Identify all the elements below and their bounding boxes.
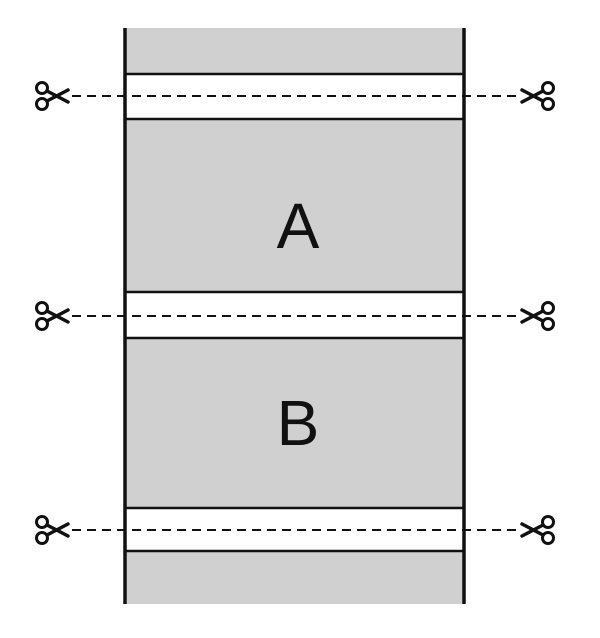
- region-a: [125, 119, 464, 292]
- scissors-icon: [34, 300, 70, 332]
- scissors-icon: [520, 300, 556, 332]
- sheet-bottom-segment: [125, 551, 464, 604]
- scissors-icon: [34, 514, 70, 546]
- scissors-icon: [520, 80, 556, 112]
- region-b-label: B: [277, 387, 320, 459]
- scissors-icon: [34, 80, 70, 112]
- sheet-top-segment: [125, 28, 464, 74]
- region-b: [125, 338, 464, 508]
- region-a-label: A: [277, 190, 320, 262]
- scissors-icon: [520, 514, 556, 546]
